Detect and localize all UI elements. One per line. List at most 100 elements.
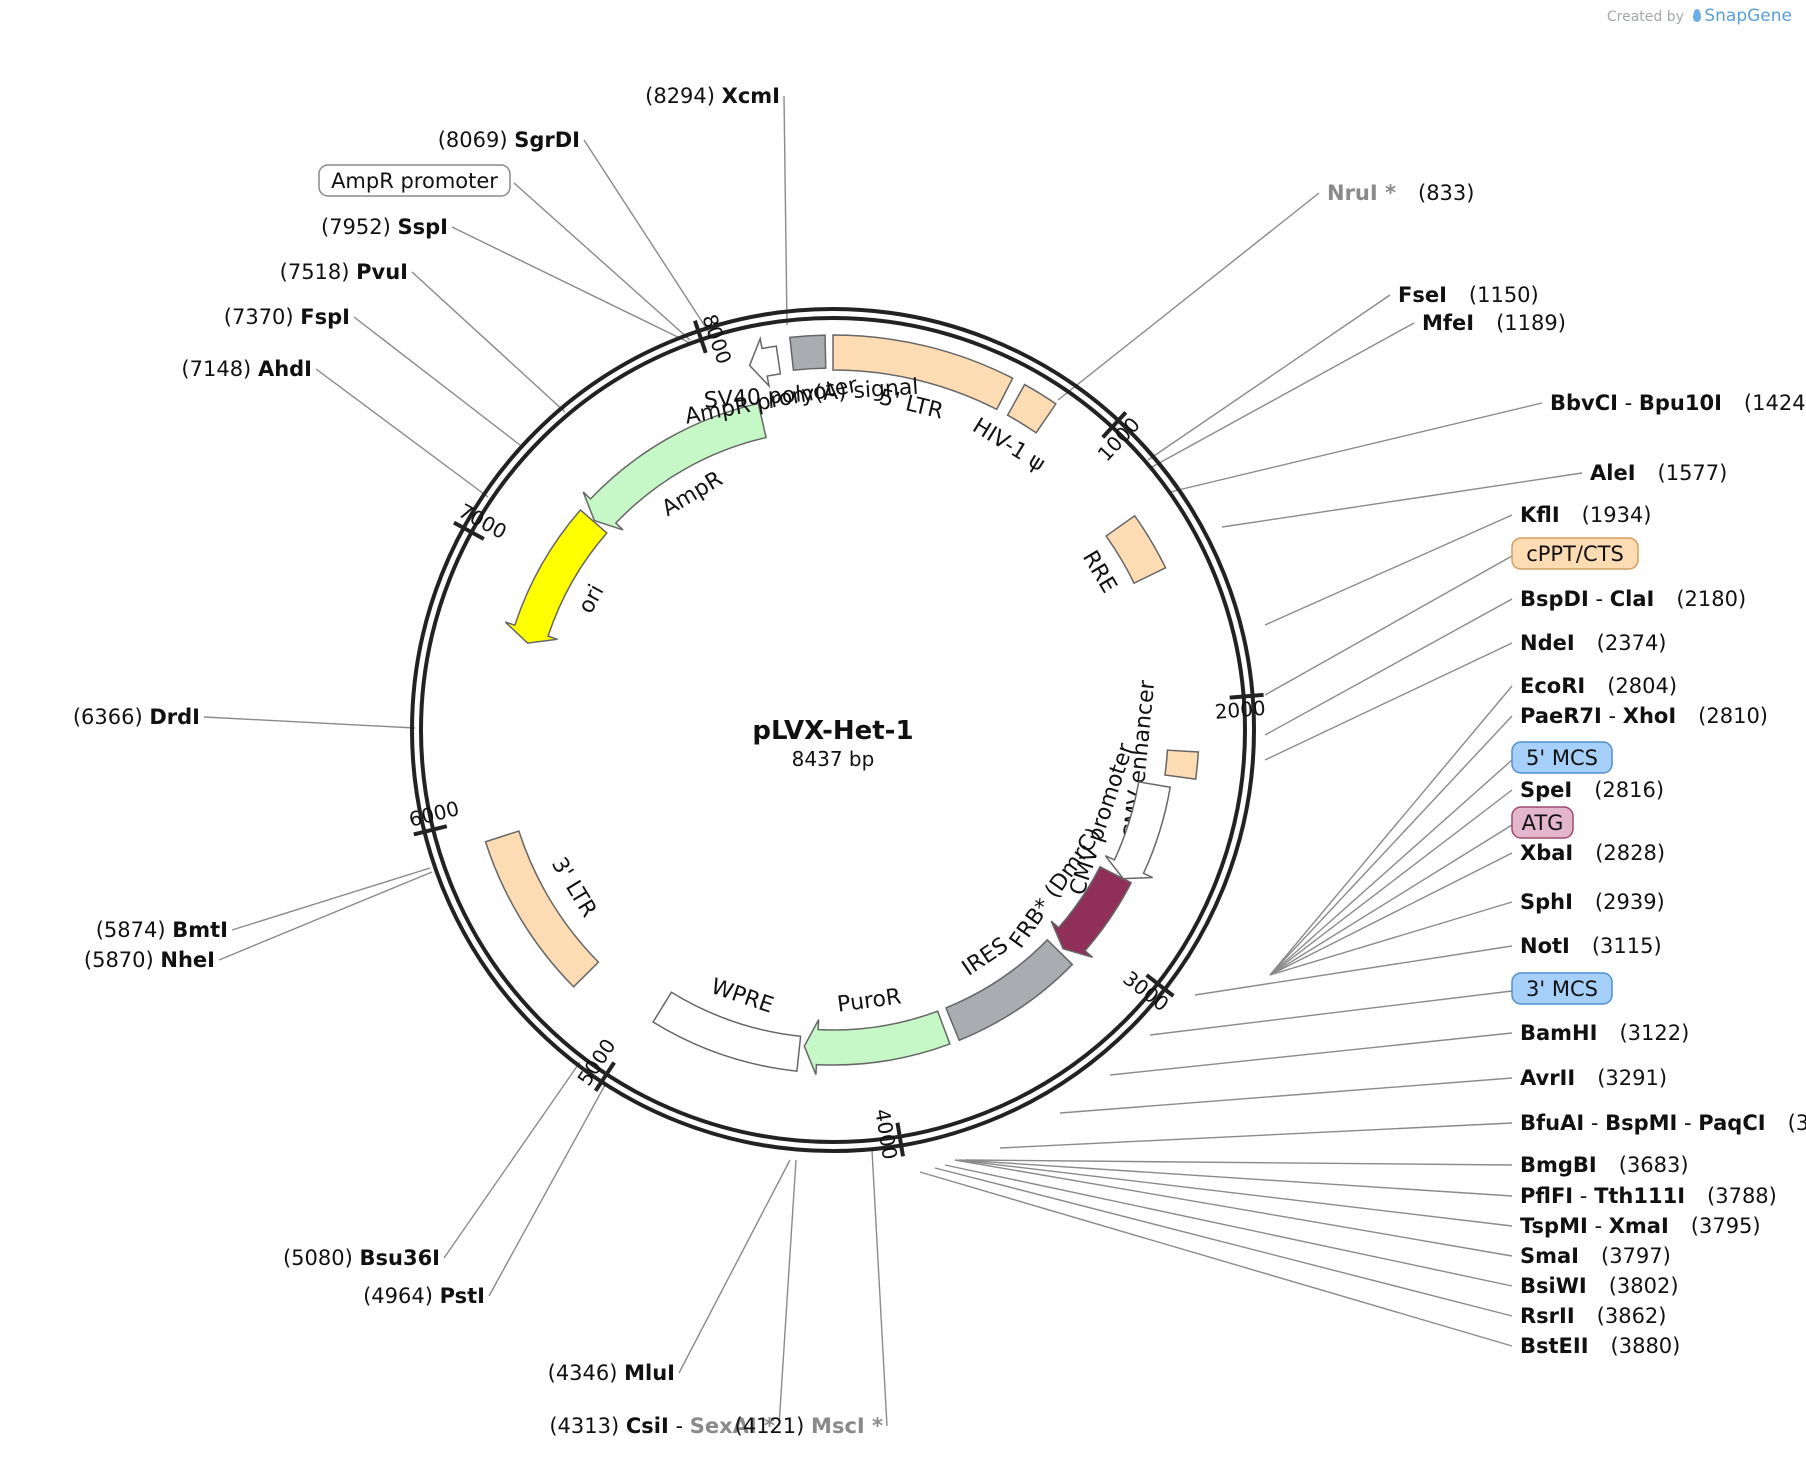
site-noti[interactable]: NotI(3115)	[1520, 934, 1662, 958]
site-ndei[interactable]: NdeI(2374)	[1520, 631, 1667, 655]
feature-tag-5-mcs[interactable]: 5' MCS	[1511, 741, 1613, 774]
enzyme-name: BsiWI	[1520, 1274, 1587, 1298]
site-ahdi[interactable]: (7148) AhdI	[181, 357, 312, 381]
site-bamhi[interactable]: BamHI(3122)	[1520, 1021, 1689, 1045]
site-text: BamHI(3122)	[1520, 1021, 1689, 1045]
site-sphi[interactable]: SphI(2939)	[1520, 890, 1665, 914]
feature-ampr[interactable]	[582, 402, 767, 531]
site-bmti[interactable]: (5874) BmtI	[96, 918, 228, 942]
site-paer7i[interactable]: PaeR7I - XhoI(2810)	[1520, 704, 1768, 728]
site-alei[interactable]: AleI(1577)	[1590, 461, 1727, 485]
enzyme-name: AvrII	[1520, 1066, 1575, 1090]
snapgene-credit: Created by SnapGene	[1607, 6, 1792, 26]
site-text: SphI(2939)	[1520, 890, 1665, 914]
enzyme-name: SspI	[398, 215, 448, 239]
feature-cmv-promoter[interactable]	[1104, 781, 1172, 880]
site-sspi[interactable]: (7952) SspI	[321, 215, 448, 239]
enzyme-name: EcoRI	[1520, 674, 1585, 698]
site-xbai[interactable]: XbaI(2828)	[1520, 841, 1665, 865]
feature-tag-atg[interactable]: ATG	[1511, 806, 1574, 839]
site-msci[interactable]: (4121) MscI *	[735, 1414, 883, 1438]
feature-rre[interactable]	[1105, 514, 1167, 585]
leader-line	[919, 1171, 1513, 1347]
site-text: RsrII(3862)	[1520, 1304, 1667, 1328]
feature-ampr-promoter[interactable]	[748, 336, 782, 389]
site-position: (5874)	[96, 918, 173, 942]
leader-line	[1269, 715, 1513, 976]
feature-frb-dmrc[interactable]	[1050, 865, 1133, 959]
site-avrii[interactable]: AvrII(3291)	[1520, 1066, 1667, 1090]
site-smai[interactable]: SmaI(3797)	[1520, 1244, 1671, 1268]
feature-3-ltr[interactable]	[484, 830, 600, 988]
feature-tag-cppt-cts[interactable]: cPPT/CTS	[1511, 537, 1639, 570]
feature-wpre[interactable]	[652, 991, 802, 1072]
enzyme-name: AleI	[1590, 461, 1636, 485]
snapgene-logo-icon	[1693, 9, 1702, 22]
site-text: BstEII(3880)	[1520, 1334, 1680, 1358]
site-position: (7518)	[280, 260, 357, 284]
site-fsei[interactable]: FseI(1150)	[1398, 283, 1539, 307]
site-drdi[interactable]: (6366) DrdI	[73, 705, 200, 729]
site-text: PaeR7I - XhoI(2810)	[1520, 704, 1768, 728]
site-bbvci[interactable]: BbvCI - Bpu10I(1424)	[1550, 391, 1806, 415]
site-kfli[interactable]: KflI(1934)	[1520, 503, 1652, 527]
enzyme-name: DrdI	[149, 705, 200, 729]
site-position: (6366)	[73, 705, 150, 729]
feature-hiv-1[interactable]	[1006, 383, 1057, 434]
site-xcmi[interactable]: (8294) XcmI	[645, 84, 780, 108]
leader-line	[1264, 514, 1513, 626]
site-spei[interactable]: SpeI(2816)	[1520, 778, 1664, 802]
site-position: (1150)	[1469, 283, 1539, 307]
feature-5-ltr[interactable]	[832, 334, 1014, 411]
site-bsteii[interactable]: BstEII(3880)	[1520, 1334, 1680, 1358]
site-mlui[interactable]: (4346) MluI	[548, 1361, 675, 1385]
credit-prefix: Created by	[1606, 9, 1684, 25]
feature-sv40-poly-a-signal[interactable]	[789, 334, 827, 371]
feature-tag-ampr-promoter[interactable]: AmpR promoter	[318, 164, 511, 197]
site-text: BspDI - ClaI(2180)	[1520, 587, 1746, 611]
site-psti[interactable]: (4964) PstI	[363, 1284, 485, 1308]
enzyme-name: SphI	[1520, 890, 1573, 914]
site-position: (5870)	[84, 948, 161, 972]
site-fspi[interactable]: (7370) FspI	[224, 305, 350, 329]
site-bmgbi[interactable]: BmgBI(3683)	[1520, 1153, 1689, 1177]
site-bsiwi[interactable]: BsiWI(3802)	[1520, 1274, 1679, 1298]
site-bsu36i[interactable]: (5080) Bsu36I	[283, 1246, 440, 1270]
leader-line	[1264, 598, 1513, 736]
site-position: (3788)	[1707, 1184, 1777, 1208]
site-text: (8294) XcmI	[645, 84, 780, 108]
site-sep: -	[1573, 1184, 1594, 1208]
site-bfuai[interactable]: BfuAI - BspMI - PaqCI(3479)	[1520, 1111, 1806, 1135]
tick-label-4000: 4000	[870, 1107, 902, 1161]
feature-label-ori: ori	[574, 581, 610, 618]
leader-line	[957, 1159, 1513, 1227]
site-ecori[interactable]: EcoRI(2804)	[1520, 674, 1677, 698]
site-pflfi[interactable]: PflFI - Tth111I(3788)	[1520, 1184, 1777, 1208]
leader-line	[1264, 642, 1513, 761]
feature-ori[interactable]	[504, 508, 608, 644]
site-sep: -	[669, 1414, 690, 1438]
site-rsrii[interactable]: RsrII(3862)	[1520, 1304, 1667, 1328]
site-nrui[interactable]: NruI *(833)	[1327, 181, 1474, 205]
feature-tag-3-mcs[interactable]: 3' MCS	[1511, 972, 1613, 1005]
site-sgrdi[interactable]: (8069) SgrDI	[438, 128, 580, 152]
enzyme-name: Bsu36I	[360, 1246, 441, 1270]
feature-cmv-enhancer[interactable]	[1164, 749, 1200, 780]
leader-line	[1264, 555, 1513, 696]
leader-line	[231, 867, 431, 931]
tick-mark-3000	[1145, 973, 1175, 998]
site-text: AleI(1577)	[1590, 461, 1727, 485]
leader-line	[678, 1159, 791, 1374]
tick-mark-5000	[593, 1061, 616, 1092]
site-tspmi[interactable]: TspMI - XmaI(3795)	[1520, 1214, 1761, 1238]
enzyme-name: TspMI	[1520, 1214, 1588, 1238]
feature-puror[interactable]	[803, 1010, 951, 1075]
site-text: (7370) FspI	[224, 305, 350, 329]
site-csii[interactable]: (4313) CsiI - SexAI *	[549, 1414, 775, 1438]
site-nhei[interactable]: (5870) NheI	[84, 948, 215, 972]
feature-ires[interactable]	[945, 938, 1074, 1042]
site-pvui[interactable]: (7518) PvuI	[280, 260, 408, 284]
site-bspdi[interactable]: BspDI - ClaI(2180)	[1520, 587, 1746, 611]
site-mfei[interactable]: MfeI(1189)	[1422, 311, 1566, 335]
